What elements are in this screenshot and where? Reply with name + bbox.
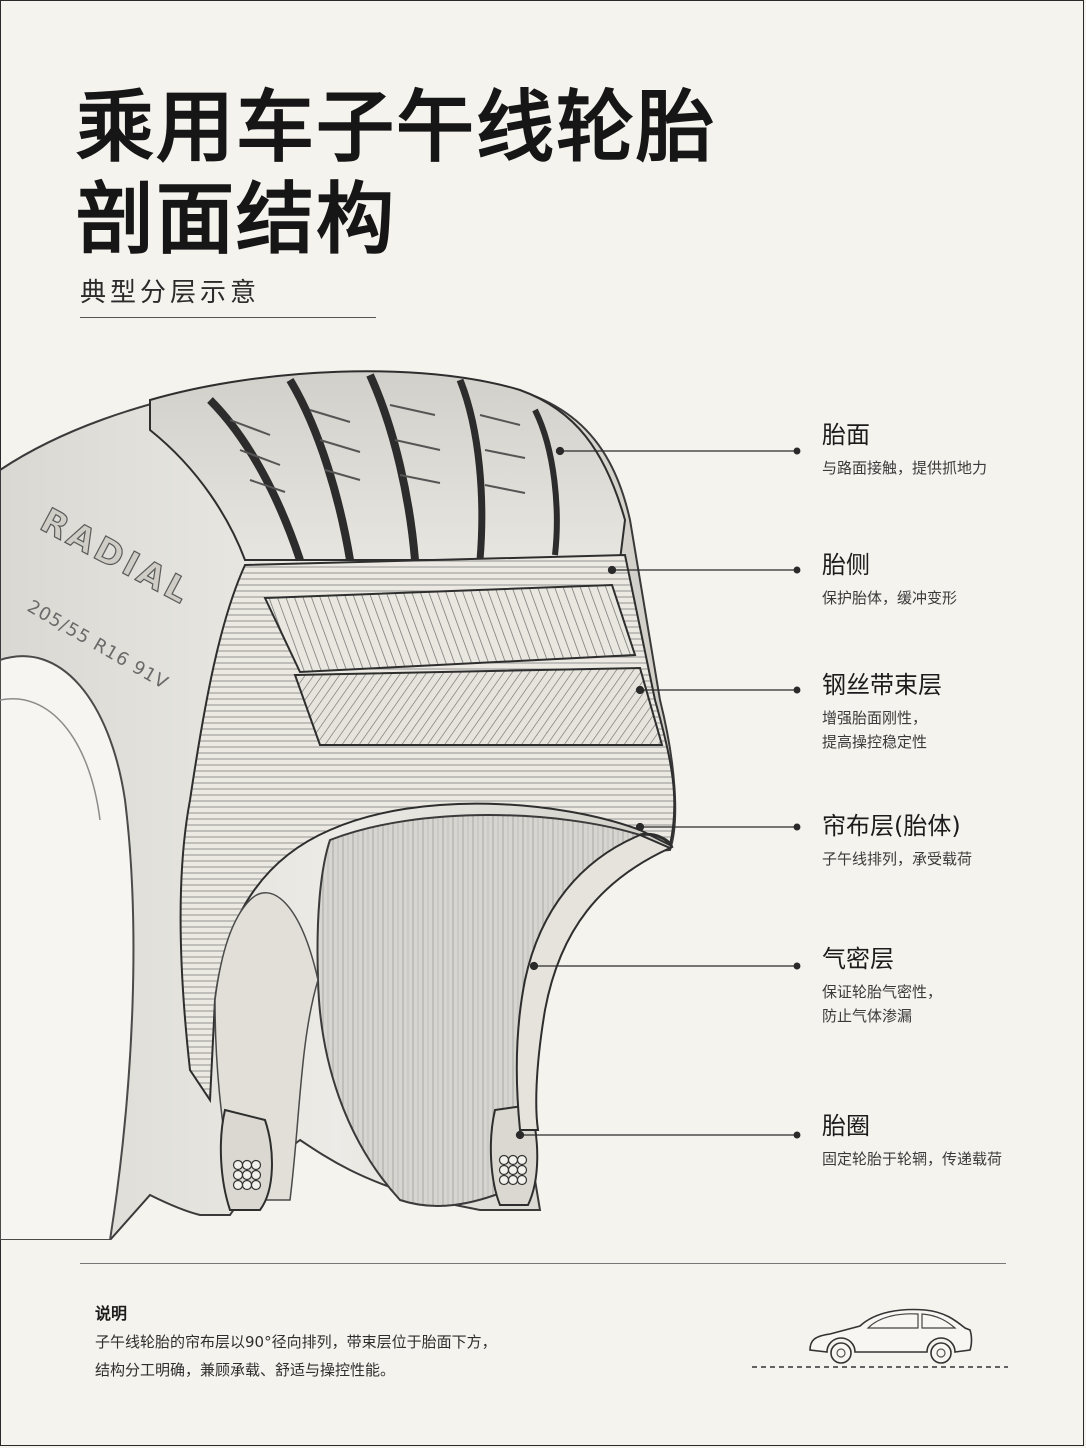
label-steel-belt-desc: 增强胎面刚性， 提高操控稳定性 (822, 709, 928, 751)
label-inner-liner-desc: 保证轮胎气密性， 防止气体渗漏 (822, 983, 943, 1025)
tire-cross-section-illustration: RADIAL 205/55 R16 91V (0, 370, 801, 1240)
label-tread-desc: 与路面接触，提供抓地力 (822, 459, 988, 477)
note-title: 说明 (95, 1304, 128, 1323)
label-tread: 胎面 与路面接触，提供抓地力 (822, 420, 1072, 480)
car-icon (752, 1308, 1008, 1368)
label-inner-liner: 气密层 保证轮胎气密性， 防止气体渗漏 (822, 944, 1072, 1028)
title-line-2: 剖面结构 (76, 174, 397, 265)
footer-divider (80, 1263, 1006, 1264)
label-sidewall: 胎侧 保护胎体，缓冲变形 (822, 550, 1072, 610)
tread-band (149, 370, 627, 561)
label-bead-name: 胎圈 (822, 1112, 870, 1140)
steel-belt-lower (293, 666, 664, 746)
note-body: 子午线轮胎的帘布层以90°径向排列，带束层位于胎面下方， 结构分工明确，兼顾承载… (95, 1328, 655, 1384)
label-ply: 帘布层(胎体) 子午线排列，承受载荷 (822, 811, 1072, 871)
label-bead: 胎圈 固定轮胎于轮辋，传递载荷 (822, 1111, 1072, 1171)
page-title: 乘用车子午线轮胎 剖面结构 (76, 82, 736, 266)
bead-left (219, 1108, 273, 1211)
label-sidewall-desc: 保护胎体，缓冲变形 (822, 589, 958, 607)
subtitle-divider (80, 317, 376, 318)
label-steel-belt: 钢丝带束层 增强胎面刚性， 提高操控稳定性 (822, 670, 1072, 754)
page-subtitle: 典型分层示意 (80, 278, 261, 308)
note-line-2: 结构分工明确，兼顾承载、舒适与操控性能。 (95, 1361, 396, 1379)
steel-belt-upper (263, 583, 637, 674)
label-steel-belt-name: 钢丝带束层 (822, 671, 942, 699)
label-ply-desc: 子午线排列，承受载荷 (822, 850, 973, 868)
note-line-1: 子午线轮胎的帘布层以90°径向排列，带束层位于胎面下方， (95, 1333, 497, 1351)
leader-lines (515, 446, 801, 1140)
rim-opening (0, 655, 135, 1240)
label-inner-liner-name: 气密层 (822, 945, 894, 973)
title-line-1: 乘用车子午线轮胎 (76, 82, 717, 173)
label-sidewall-name: 胎侧 (822, 551, 870, 579)
label-bead-desc: 固定轮胎于轮辋，传递载荷 (822, 1150, 1003, 1168)
label-ply-name: 帘布层(胎体) (822, 812, 961, 840)
label-tread-name: 胎面 (822, 421, 870, 449)
